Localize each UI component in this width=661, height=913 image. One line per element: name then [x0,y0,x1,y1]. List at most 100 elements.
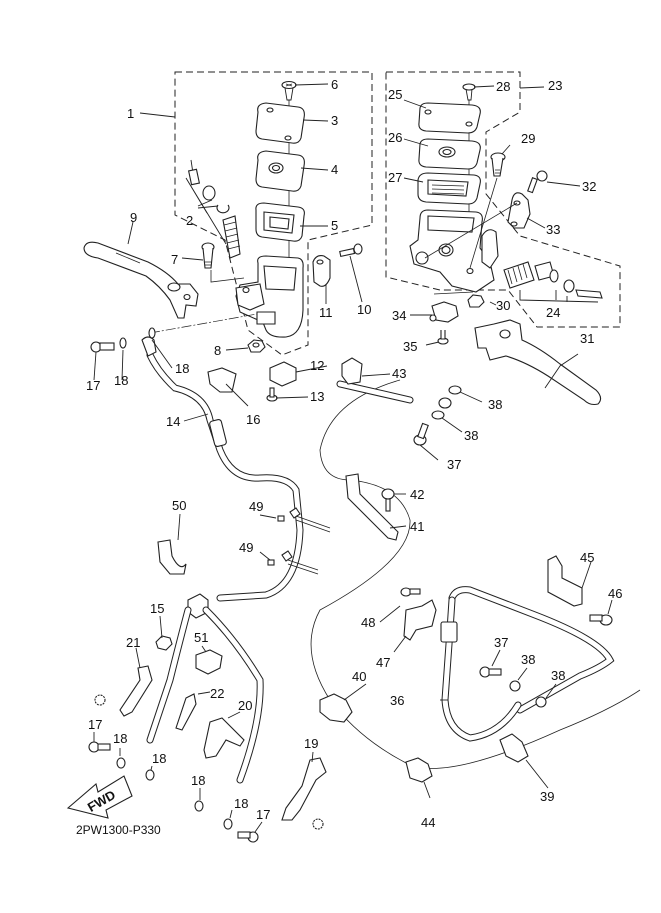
part-38-gasket[interactable] [509,680,521,692]
callout-39: 39 [540,789,554,804]
callout-17: 17 [88,717,102,732]
callout-29: 29 [521,131,535,146]
part-30-nut[interactable] [467,294,485,308]
part-36-brake-hose[interactable] [448,586,615,714]
part-46-bolt[interactable] [589,614,613,626]
callout-38: 38 [464,428,478,443]
part-24-master-cylinder-kit[interactable] [503,261,603,303]
callout-49: 49 [239,540,253,555]
callout-36: 36 [390,693,404,708]
callout-17: 17 [256,807,270,822]
callout-22: 22 [210,686,224,701]
part-38-gasket[interactable] [448,385,462,395]
callout-4: 4 [331,162,338,177]
part-18-gasket[interactable] [145,769,155,781]
part-22-clamp[interactable] [175,693,197,731]
callout-37: 37 [494,635,508,650]
part-35-screw[interactable] [437,330,449,345]
rear-master-cylinder-group [385,71,621,406]
rear-assy-boundary [385,71,621,328]
part-10-bolt[interactable] [339,243,363,258]
callout-42: 42 [410,487,424,502]
part-12-brake-switch[interactable] [269,361,297,387]
part-33-holder[interactable] [507,192,531,229]
callout-25: 25 [388,87,402,102]
part-17-union-bolt[interactable] [88,741,111,753]
part-21-hose-holder[interactable] [119,665,153,717]
callout-2: 2 [186,213,193,228]
part-31-brake-lever[interactable] [474,319,602,406]
callout-11: 11 [319,305,333,320]
part-9-brake-lever[interactable] [83,241,199,319]
callout-labels: 1 2 3 4 5 6 7 8 9 10 11 12 13 14 15 16 1… [86,77,622,830]
part-15-nut[interactable] [155,635,173,651]
part-25-reservoir-cap[interactable] [418,102,481,134]
callout-10: 10 [357,302,371,317]
part-38-gasket[interactable] [431,410,445,420]
callout-40: 40 [352,669,366,684]
part-28-screw[interactable] [462,83,476,101]
callout-12: 12 [310,358,324,373]
callout-17: 17 [86,378,100,393]
hoses [141,336,641,769]
part-3-reservoir-cap[interactable] [255,102,305,144]
part-7-lever-pivot-bolt[interactable] [201,242,215,269]
part-18-gasket[interactable] [194,800,204,812]
callout-1: 1 [127,106,134,121]
drawing-code: 2PW1300-P330 [76,823,161,837]
callout-38: 38 [551,668,565,683]
part-18-gasket[interactable] [223,818,233,830]
part-6-screw[interactable] [281,80,297,101]
part-17-union-bolt[interactable] [90,341,115,353]
part-37-union-bolt[interactable] [479,666,502,678]
callout-15: 15 [150,601,164,616]
part-39-clamp[interactable] [499,733,529,763]
callout-18: 18 [152,751,166,766]
part-2-master-cylinder-kit[interactable] [185,159,241,259]
part-49-clamp[interactable] [277,507,331,533]
callout-19: 19 [304,736,318,751]
callout-38: 38 [488,397,502,412]
part-13-screw[interactable] [266,387,278,402]
callout-33: 33 [546,222,560,237]
part-44-clamp[interactable] [405,757,433,783]
callout-32: 32 [582,179,596,194]
callout-8: 8 [214,343,221,358]
callout-14: 14 [166,414,180,429]
part-18-gasket[interactable] [119,337,127,349]
part-37-union-bolt[interactable] [413,422,429,446]
callout-23: 23 [548,78,562,93]
part-51-clamp[interactable] [195,649,223,675]
rear-master-cylinder-body[interactable] [409,209,499,293]
part-48-bolt[interactable] [400,587,421,597]
part-18-gasket[interactable] [116,757,126,769]
callout-34: 34 [392,308,406,323]
part-32-bolt[interactable] [527,170,548,194]
callout-49: 49 [249,499,263,514]
part-16-clamp[interactable] [207,367,237,393]
bolt-phantom [94,694,324,830]
part-19-hose-holder[interactable] [281,757,327,821]
callout-18: 18 [191,773,205,788]
part-34-brake-switch[interactable] [431,301,459,323]
callout-37: 37 [447,457,461,472]
part-29-lever-pivot-bolt[interactable] [490,152,506,177]
callout-9: 9 [130,210,137,225]
part-17-union-bolt[interactable] [237,831,259,843]
part-50-clamp[interactable] [157,539,187,575]
part-20-hose-holder[interactable] [203,717,245,759]
part-49-clamp[interactable] [267,550,319,575]
front-master-cylinder-group [83,71,373,356]
part-47-hose-holder[interactable] [403,599,437,641]
part-40-clamp[interactable] [319,693,353,723]
callout-20: 20 [238,698,252,713]
part-45-hose-holder[interactable] [547,555,583,607]
callout-27: 27 [388,170,402,185]
part-18-gasket[interactable] [148,327,156,339]
callout-35: 35 [403,339,417,354]
part-43-clamp[interactable] [341,357,363,385]
front-master-cylinder-body[interactable] [235,255,304,338]
part-41-hose-holder[interactable] [345,473,399,541]
part-38-gasket[interactable] [535,696,547,708]
part-42-bolt[interactable] [381,488,395,512]
